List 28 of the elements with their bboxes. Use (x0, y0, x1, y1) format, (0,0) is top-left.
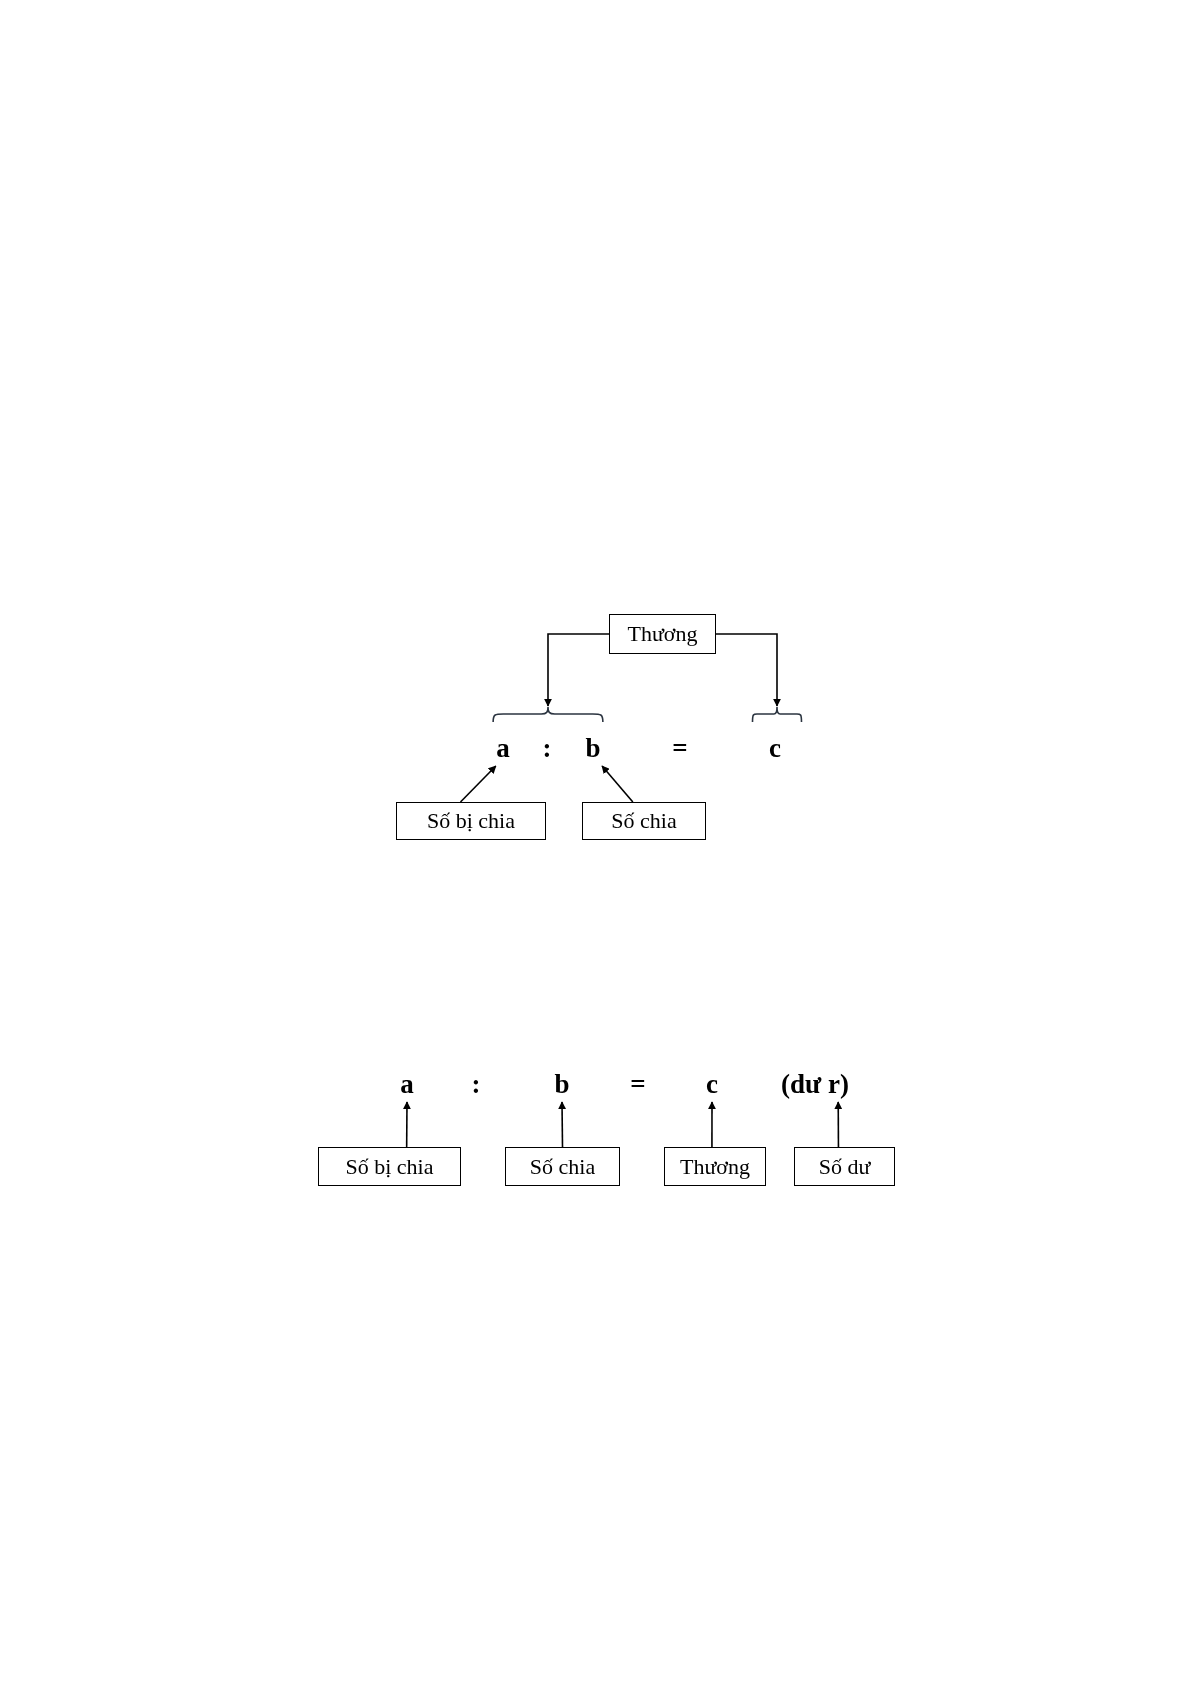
curly-brace (752, 706, 802, 722)
arrow (544, 633, 610, 707)
arrow (715, 633, 781, 707)
math-symbol: a (491, 730, 515, 766)
term-box: Số bị chia (396, 802, 546, 840)
curly-brace (492, 706, 604, 722)
math-symbol: (dư r) (772, 1066, 858, 1102)
term-box: Số chia (505, 1147, 620, 1186)
math-symbol: b (580, 730, 606, 766)
arrow (708, 1101, 716, 1148)
math-symbol: c (700, 1066, 724, 1102)
term-box: Số chia (582, 802, 706, 840)
math-symbol: = (630, 1067, 646, 1101)
math-symbol: : (542, 731, 552, 765)
term-box: Thương (664, 1147, 766, 1186)
term-box: Số bị chia (318, 1147, 461, 1186)
math-symbol: a (395, 1066, 419, 1102)
arrow (459, 765, 497, 803)
arrow (834, 1101, 843, 1148)
math-symbol: : (471, 1067, 481, 1101)
arrow (558, 1101, 567, 1148)
term-box: Số dư (794, 1147, 895, 1186)
term-box: Thương (609, 614, 716, 654)
arrow (601, 765, 634, 803)
math-symbol: b (549, 1066, 575, 1102)
arrow (402, 1101, 411, 1148)
math-symbol: c (769, 731, 781, 765)
math-symbol: = (672, 731, 688, 765)
